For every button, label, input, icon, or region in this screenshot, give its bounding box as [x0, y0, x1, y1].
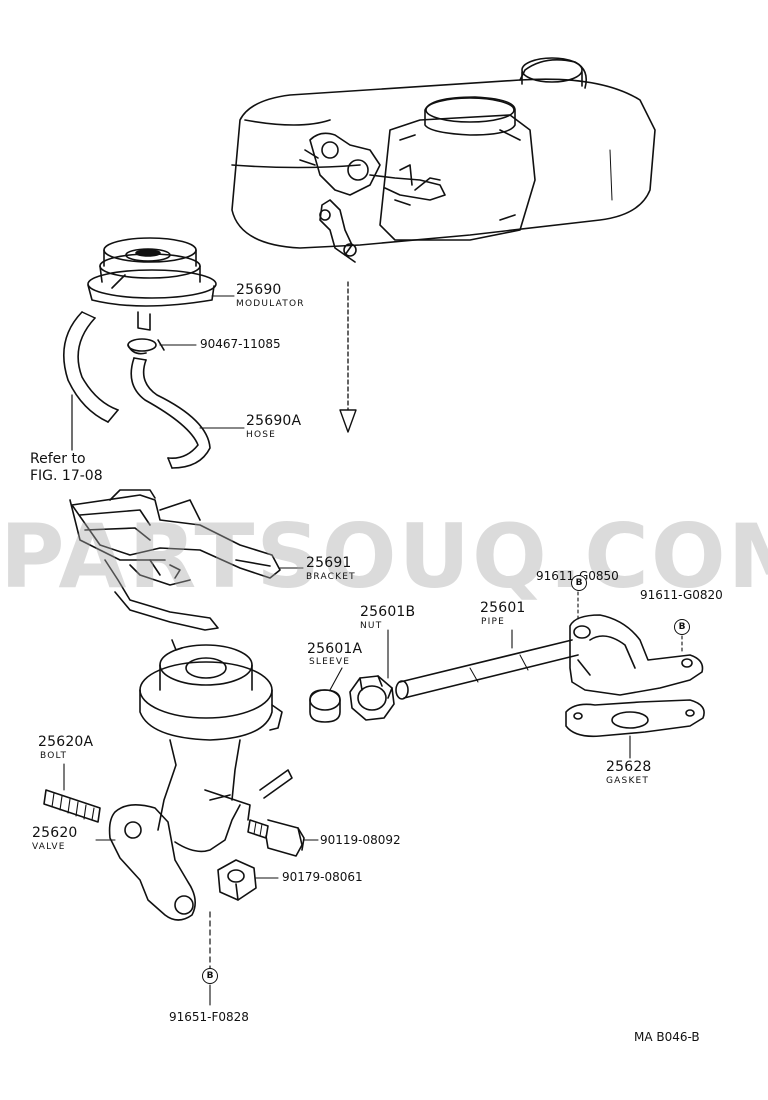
sleeve-number: 25601A [307, 641, 363, 657]
pipe-number: 25601 [480, 600, 526, 616]
leader-lines [63, 295, 683, 1006]
reference-line-1: Refer to [30, 451, 86, 467]
valve-nut-part [217, 859, 257, 901]
bracket-part [69, 489, 281, 631]
clip-number: 90467-11085 [200, 337, 281, 351]
gasket-part [565, 699, 705, 738]
pipe-name: PIPE [481, 617, 505, 627]
gasket-name: GASKET [606, 776, 650, 786]
bolt-right-number: 91611-G0820 [640, 588, 723, 602]
bottom-bolt-marker: B [202, 968, 218, 984]
modulator-name: MODULATOR [236, 299, 305, 309]
engine-assembly [231, 57, 656, 263]
valve-number: 25620 [32, 825, 78, 841]
bottom-bolt-number: 91651-F0828 [169, 1010, 249, 1024]
hose-name: HOSE [246, 430, 277, 440]
sleeve-part [309, 689, 341, 723]
nut-number: 25601B [360, 604, 416, 620]
pipe-part [395, 639, 579, 700]
union-bolt-part [247, 819, 305, 857]
modulator-part [87, 237, 217, 331]
hose-number: 25690A [246, 413, 302, 429]
bracket-name: BRACKET [306, 572, 356, 582]
bracket-number: 25691 [306, 555, 352, 571]
hose-parts [62, 311, 211, 469]
union-bolt-number: 90119-08092 [320, 833, 401, 847]
valve-part [108, 639, 293, 921]
stud-bolt-part [43, 789, 101, 823]
sleeve-name: SLEEVE [309, 657, 351, 667]
bolt-number: 25620A [38, 734, 94, 750]
nut-name: NUT [360, 621, 383, 631]
direction-arrow [339, 281, 357, 433]
clip-part [127, 338, 165, 355]
pipe-nut-part [349, 675, 395, 721]
valve-nut-number: 90179-08061 [282, 870, 363, 884]
bolt-right-marker: B [674, 619, 690, 635]
pipe-flange-part [569, 614, 704, 696]
valve-name: VALVE [32, 842, 66, 852]
reference-line-2: FIG. 17-08 [30, 468, 103, 484]
diagram-code: MA B046-B [634, 1030, 700, 1044]
gasket-number: 25628 [606, 759, 652, 775]
bolt-name: BOLT [40, 751, 68, 761]
modulator-number: 25690 [236, 282, 282, 298]
bolt-top-marker: B [571, 575, 587, 591]
